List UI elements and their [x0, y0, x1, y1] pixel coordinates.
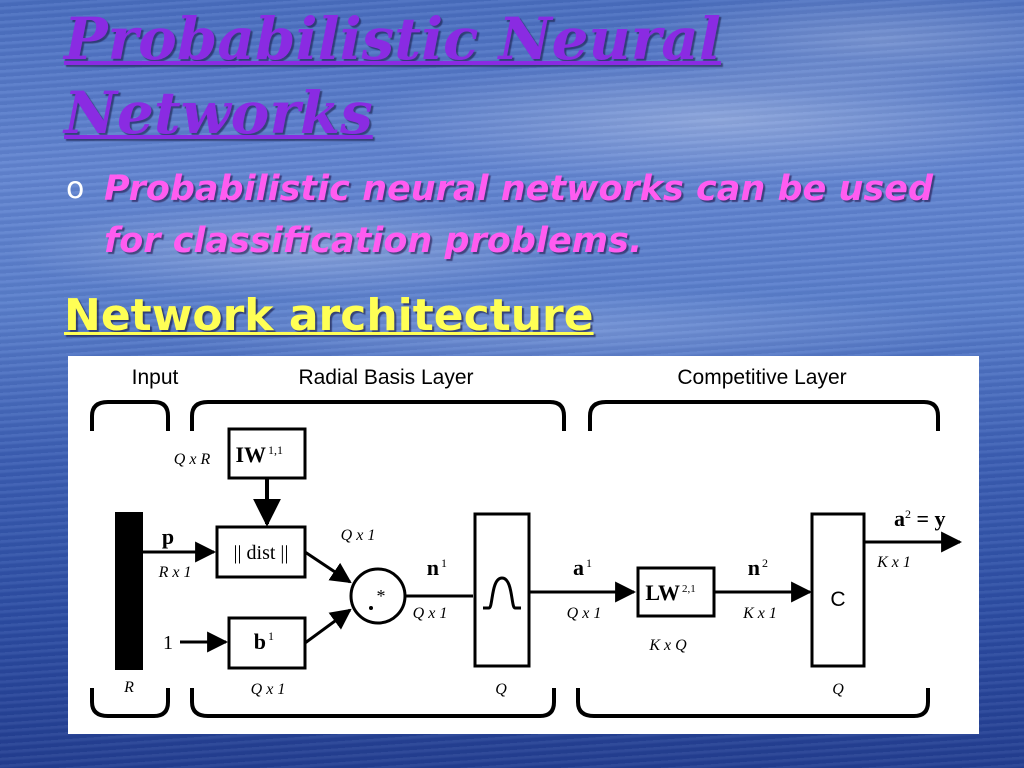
signal-a1-sup: 1 — [586, 556, 592, 570]
dim-n2: K x 1 — [742, 605, 777, 622]
lw-superscript: 2,1 — [682, 583, 696, 595]
dim-input-size: R — [123, 679, 134, 696]
dim-comp-size: Q — [832, 681, 844, 698]
b-label: b — [254, 629, 266, 654]
section-subheading: Network architecture — [64, 290, 594, 341]
dim-iw: Q x R — [174, 451, 211, 468]
signal-n1: n — [427, 555, 439, 580]
iw-weight-block — [227, 427, 307, 480]
competitive-c-block — [810, 512, 866, 668]
signal-n1-sup: 1 — [441, 556, 447, 570]
signal-a1: a — [573, 555, 584, 580]
dim-n1: Q x 1 — [413, 605, 448, 622]
radbas-transfer-block — [473, 512, 531, 668]
dim-b1: Q x 1 — [251, 681, 286, 698]
iw-superscript: 1,1 — [268, 443, 283, 457]
radbas-icon — [483, 576, 521, 610]
input-vector-bar — [115, 512, 143, 670]
bullet-item: o Probabilistic neural networks can be u… — [66, 163, 986, 267]
signal-p: p — [162, 524, 174, 549]
competitive-bracket-bottom — [576, 688, 930, 718]
dim-dist-out: Q x 1 — [341, 527, 376, 544]
dim-a2: K x 1 — [876, 554, 911, 571]
bullet-marker: o — [66, 171, 85, 206]
radial-basis-bracket-bottom — [190, 688, 556, 718]
input-bracket-bottom — [90, 688, 170, 718]
lw-label: LW — [645, 580, 680, 605]
signal-a2: a2 = y — [894, 506, 946, 531]
label-input: Input — [132, 366, 179, 389]
input-bracket-top — [90, 400, 170, 431]
arrow-b-to-multiply — [304, 608, 352, 645]
signal-one: 1 — [163, 632, 173, 654]
slide-title: Probabilistic Neural Networks — [64, 5, 721, 147]
dim-a1: Q x 1 — [567, 605, 602, 622]
dim-p: R x 1 — [158, 564, 192, 581]
dist-label: || dist || — [234, 542, 289, 564]
c-label: C — [830, 588, 845, 611]
competitive-bracket-top — [588, 400, 940, 431]
label-competitive-layer: Competitive Layer — [677, 366, 846, 389]
dim-rb-size: Q — [495, 681, 507, 698]
signal-n2-sup: 2 — [762, 556, 768, 570]
label-radial-basis-layer: Radial Basis Layer — [298, 366, 473, 389]
bullet-text: Probabilistic neural networks can be use… — [104, 169, 934, 261]
multiply-symbol: * — [377, 586, 386, 606]
diagram-canvas: Input Radial Basis Layer Competitive Lay… — [90, 366, 963, 718]
b-bias-block — [227, 616, 307, 670]
multiply-dot — [369, 606, 373, 610]
dim-lw: K x Q — [648, 637, 687, 654]
signal-n2: n — [748, 555, 760, 580]
pnn-architecture-diagram: Input Radial Basis Layer Competitive Lay… — [68, 356, 979, 734]
iw-label: IW — [235, 442, 266, 467]
arrow-dist-to-multiply — [304, 550, 352, 584]
radial-basis-bracket-top — [190, 400, 566, 431]
b-superscript: 1 — [268, 629, 274, 643]
